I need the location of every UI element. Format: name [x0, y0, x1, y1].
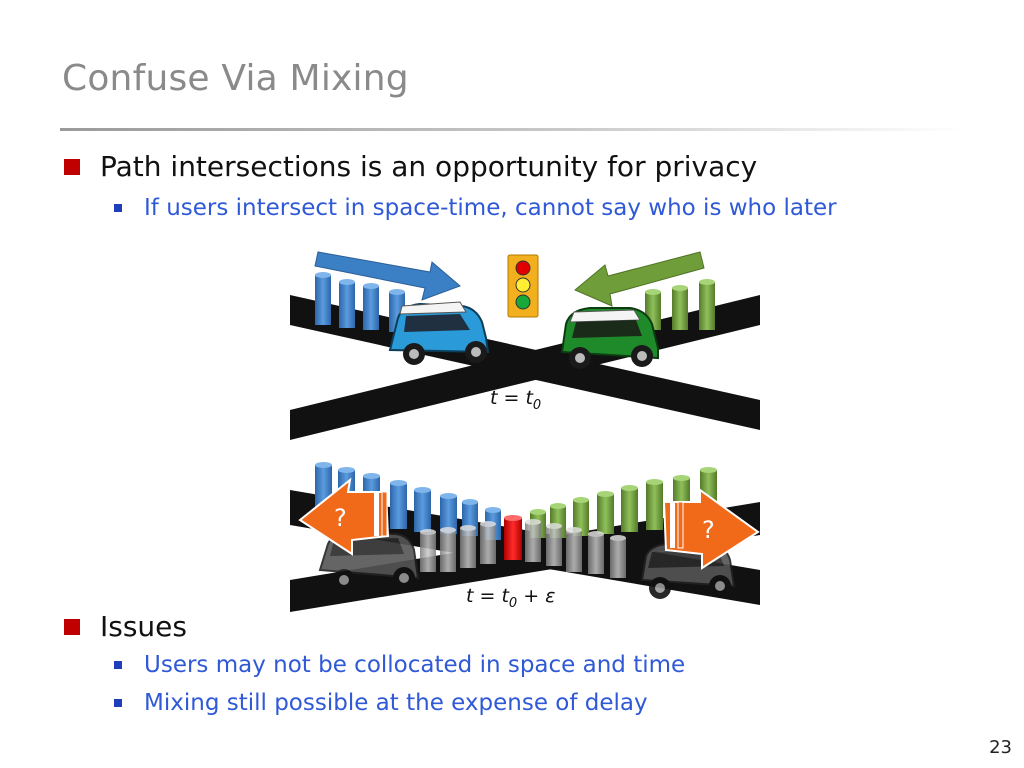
time-label-top: t = t0 — [490, 387, 541, 413]
green-pillars — [645, 279, 715, 330]
sub-bullet-square-icon — [114, 699, 122, 707]
title-divider — [60, 128, 965, 131]
sub-bullet-2-2: Mixing still possible at the expense of … — [114, 690, 648, 716]
question-mark-right: ? — [702, 516, 715, 544]
blue-car-icon — [388, 301, 490, 365]
question-mark-left: ? — [334, 504, 347, 532]
page-number: 23 — [989, 737, 1012, 758]
question-arrow-left-icon: ? — [298, 477, 390, 556]
sub-bullet-2-2-text: Mixing still possible at the expense of … — [144, 690, 648, 716]
bullet-2: Issues — [64, 610, 187, 643]
mixing-figure: t = t0 — [290, 240, 760, 615]
green-car-icon — [560, 307, 659, 369]
bullet-square-icon — [64, 618, 80, 635]
bullet-2-text: Issues — [100, 610, 187, 643]
top-panel: t = t0 — [290, 251, 760, 440]
red-pillar — [504, 515, 522, 560]
sub-bullet-2-1: Users may not be collocated in space and… — [114, 652, 685, 678]
sub-bullet-1-1-text: If users intersect in space-time, cannot… — [144, 195, 837, 221]
slide-title: Confuse Via Mixing — [62, 58, 409, 99]
intersection-illustration: t = t0 — [290, 251, 760, 612]
bullet-1: Path intersections is an opportunity for… — [64, 150, 757, 183]
sub-bullet-square-icon — [114, 204, 122, 212]
question-arrow-right-icon: ? — [662, 488, 760, 570]
bullet-square-icon — [64, 158, 80, 175]
traffic-light-icon — [507, 254, 539, 318]
bottom-panel: ? ? t = t0 + ε — [290, 462, 760, 612]
sub-bullet-1-1: If users intersect in space-time, cannot… — [114, 195, 837, 221]
blue-arrow-icon — [314, 251, 461, 301]
green-arrow-icon — [574, 251, 705, 307]
bullet-1-text: Path intersections is an opportunity for… — [100, 150, 758, 183]
time-label-bottom: t = t0 + ε — [466, 585, 555, 611]
sub-bullet-square-icon — [114, 661, 122, 669]
gray-pillars-mixed — [420, 519, 626, 578]
sub-bullet-2-1-text: Users may not be collocated in space and… — [144, 652, 686, 678]
